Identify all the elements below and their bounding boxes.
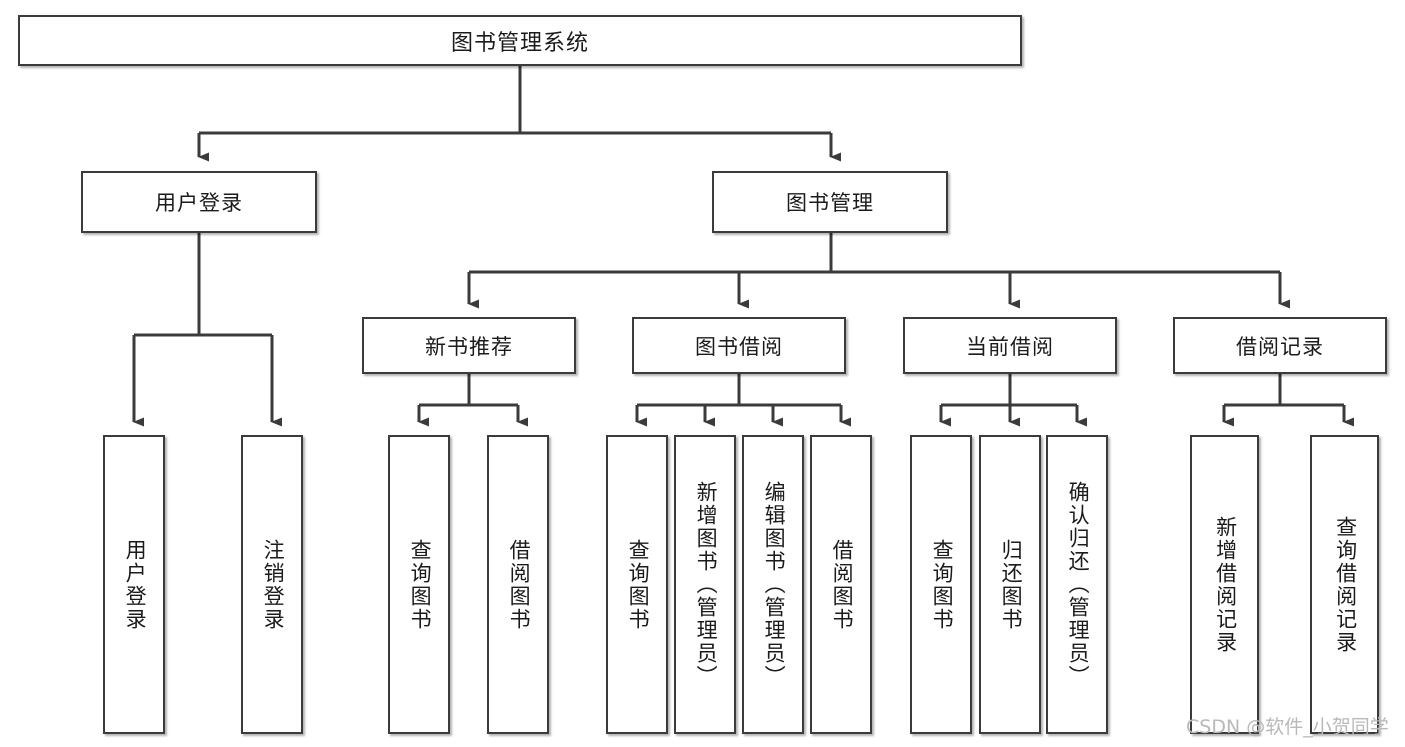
node-borrow-record[interactable]: 借阅记录 (1173, 317, 1387, 374)
leaf-record-add-label: 新增借阅记录 (1213, 515, 1237, 654)
leaf-recommend-query-book[interactable]: 查询图书 (388, 435, 450, 734)
node-borrow-record-label: 借阅记录 (1236, 335, 1324, 359)
leaf-recommend-query-book-label: 查询图书 (408, 538, 432, 631)
csdn-watermark: CSDN @软件_小贺同学 (1186, 716, 1389, 738)
leaf-current-confirm-return[interactable]: 确认归还（管理员） (1046, 435, 1108, 734)
leaf-record-add[interactable]: 新增借阅记录 (1190, 435, 1259, 734)
node-book-borrow[interactable]: 图书借阅 (632, 317, 846, 374)
leaf-user-login-label: 用户登录 (123, 538, 147, 631)
node-user-login[interactable]: 用户登录 (81, 171, 317, 233)
leaf-borrow-add-book-label: 新增图书（管理员） (694, 481, 718, 688)
node-book-management[interactable]: 图书管理 (712, 171, 948, 233)
leaf-borrow-borrow-book-label: 借阅图书 (830, 538, 854, 631)
leaf-current-return-book-label: 归还图书 (999, 538, 1023, 631)
node-user-login-label: 用户登录 (155, 192, 243, 215)
leaf-record-query[interactable]: 查询借阅记录 (1310, 435, 1379, 734)
node-current-borrow[interactable]: 当前借阅 (903, 317, 1117, 374)
node-root[interactable]: 图书管理系统 (18, 15, 1022, 66)
leaf-current-query-book-label: 查询图书 (930, 538, 954, 631)
node-root-label: 图书管理系统 (450, 29, 589, 55)
leaf-borrow-borrow-book[interactable]: 借阅图书 (810, 435, 872, 734)
node-book-management-label: 图书管理 (786, 192, 874, 215)
node-current-borrow-label: 当前借阅 (966, 335, 1054, 359)
node-new-book-recommend-label: 新书推荐 (425, 335, 513, 359)
leaf-borrow-edit-book-label: 编辑图书（管理员） (762, 481, 786, 688)
leaf-current-return-book[interactable]: 归还图书 (979, 435, 1041, 734)
leaf-borrow-query-book-label: 查询图书 (626, 538, 650, 631)
leaf-borrow-add-book[interactable]: 新增图书（管理员） (674, 435, 736, 734)
leaf-current-confirm-return-label: 确认归还（管理员） (1066, 481, 1090, 688)
leaf-current-query-book[interactable]: 查询图书 (910, 435, 972, 734)
leaf-borrow-edit-book[interactable]: 编辑图书（管理员） (742, 435, 804, 734)
leaf-record-query-label: 查询借阅记录 (1333, 515, 1357, 654)
node-book-borrow-label: 图书借阅 (695, 335, 783, 359)
node-new-book-recommend[interactable]: 新书推荐 (362, 317, 576, 374)
leaf-logout-label: 注销登录 (261, 538, 285, 631)
leaf-user-login[interactable]: 用户登录 (103, 435, 165, 734)
leaf-recommend-borrow-book-label: 借阅图书 (507, 538, 531, 631)
leaf-logout[interactable]: 注销登录 (241, 435, 303, 734)
leaf-recommend-borrow-book[interactable]: 借阅图书 (487, 435, 549, 734)
leaf-borrow-query-book[interactable]: 查询图书 (606, 435, 668, 734)
